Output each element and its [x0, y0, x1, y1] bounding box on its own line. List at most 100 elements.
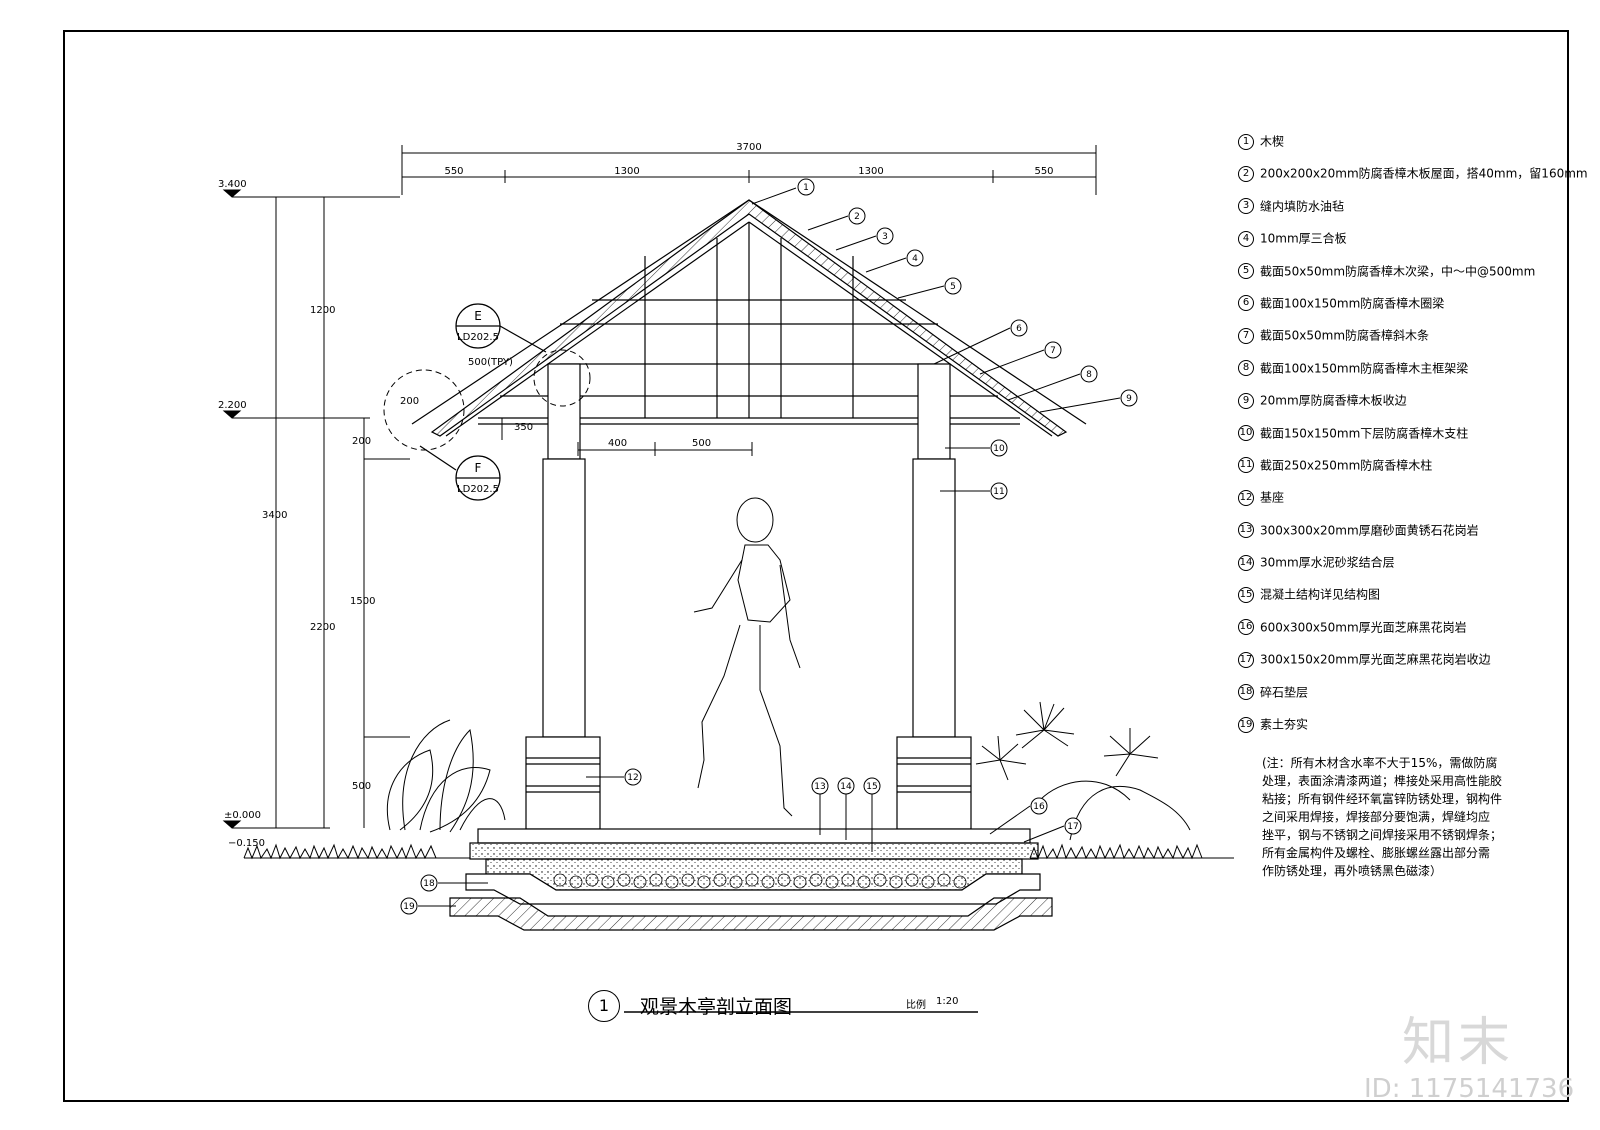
gravel-circles — [553, 873, 967, 889]
legend-label: 10mm厚三合板 — [1260, 231, 1347, 246]
dim-segment-2: 1300 — [614, 166, 639, 177]
legend-number: 17 — [1238, 651, 1254, 668]
legend-label: 200x200x20mm防腐香樟木板屋面，搭40mm，留160mm — [1260, 166, 1588, 181]
callout-8: 8 — [1086, 370, 1092, 380]
scale-label: 比例 — [906, 1000, 926, 1011]
callouts — [400, 178, 1138, 915]
scale-figure — [693, 497, 801, 817]
legend-item: 18 碎石垫层 — [1238, 683, 1568, 715]
callout-3: 3 — [882, 232, 888, 242]
legend-label: 素土夯实 — [1260, 717, 1309, 732]
plant-left — [386, 719, 506, 833]
dim-height-lower: 2200 — [310, 622, 335, 633]
dim-segment-3: 1300 — [858, 166, 883, 177]
legend-number: 4 — [1238, 230, 1254, 247]
watermark-logo: 知末 — [1402, 1013, 1515, 1073]
dim-span-500: 500 — [692, 438, 711, 449]
callout-18: 18 — [423, 879, 435, 889]
callout-2: 2 — [854, 212, 860, 222]
callout-13: 13 — [814, 782, 825, 792]
detail-e-letter: E — [474, 309, 482, 323]
callout-1: 1 — [803, 183, 809, 193]
level-top: 3.400 — [218, 179, 247, 190]
callout-7: 7 — [1050, 346, 1056, 356]
legend-label: 截面150x150mm下层防腐香樟木支柱 — [1260, 426, 1469, 441]
dim-eave-tpy: 500(TPY) — [468, 357, 513, 368]
legend-number: 5 — [1238, 263, 1254, 280]
callout-14: 14 — [840, 782, 852, 792]
legend-number: 18 — [1238, 684, 1254, 701]
detail-f-ref: LD202.5 — [457, 484, 499, 495]
column-right — [896, 363, 972, 830]
legend-label: 截面50x50mm防腐香樟斜木条 — [1260, 328, 1430, 343]
level-zero: ±0.000 — [224, 810, 261, 821]
legend-number: 8 — [1238, 360, 1254, 377]
legend-item: 6 截面100x150mm防腐香樟木圈梁 — [1238, 294, 1568, 326]
dim-beam-350: 350 — [514, 422, 533, 433]
legend-item: 3 缝内填防水油毡 — [1238, 197, 1568, 229]
callout-6: 6 — [1016, 324, 1022, 334]
note-text: (注：所有木材含水率不大于15%，需做防腐 处理，表面涂清漆两道；榫接处采用高性… — [1262, 756, 1503, 878]
legend-item: 2 200x200x20mm防腐香樟木板屋面，搭40mm，留160mm — [1238, 164, 1588, 196]
detail-e-ref: LD202.5 — [457, 332, 499, 343]
legend-number: 2 — [1238, 165, 1254, 182]
level-ground: −0.150 — [228, 838, 265, 849]
legend-number: 6 — [1238, 295, 1254, 312]
legend-item: 16 600x300x50mm厚光面芝麻黑花岗岩 — [1238, 618, 1568, 650]
title-number: 1 — [588, 990, 620, 1022]
legend-label: 20mm厚防腐香樟木板收边 — [1260, 393, 1407, 408]
dim-height-200: 200 — [352, 436, 371, 447]
level-mid: 2.200 — [218, 400, 247, 411]
legend-label: 缝内填防水油毡 — [1260, 199, 1345, 214]
legend-number: 16 — [1238, 619, 1254, 636]
scale-value: 1:20 — [936, 996, 959, 1007]
callout-9: 9 — [1126, 394, 1132, 404]
legend-item: 14 30mm厚水泥砂浆结合层 — [1238, 553, 1568, 585]
legend-label: 300x150x20mm厚光面芝麻黑花岗岩收边 — [1260, 652, 1491, 667]
callout-16: 16 — [1033, 802, 1045, 812]
legend-item: 5 截面50x50mm防腐香樟木次梁，中～中@500mm — [1238, 262, 1568, 294]
legend-item: 8 截面100x150mm防腐香樟木主框架梁 — [1238, 359, 1568, 391]
drawing-title: 观景木亭剖立面图 — [640, 996, 793, 1018]
legend-label: 截面50x50mm防腐香樟木次梁，中～中@500mm — [1260, 264, 1536, 279]
foundation — [449, 828, 1053, 931]
detail-f-letter: F — [475, 461, 482, 475]
callout-10: 10 — [993, 444, 1005, 454]
callout-15: 15 — [866, 782, 877, 792]
construction-note: (注：所有木材含水率不大于15%，需做防腐 处理，表面涂清漆两道；榫接处采用高性… — [1262, 754, 1562, 880]
legend-label: 30mm厚水泥砂浆结合层 — [1260, 555, 1395, 570]
ground-line — [243, 843, 1234, 860]
roof — [411, 199, 1087, 437]
callout-17: 17 — [1067, 822, 1078, 832]
legend-label: 截面100x150mm防腐香樟木圈梁 — [1260, 296, 1445, 311]
detail-marker-f — [419, 445, 501, 501]
legend-label: 碎石垫层 — [1260, 685, 1309, 700]
dim-height-base: 500 — [352, 781, 371, 792]
legend-label: 截面100x150mm防腐香樟木主框架梁 — [1260, 361, 1469, 376]
legend-item: 4 10mm厚三合板 — [1238, 229, 1568, 261]
legend-number: 3 — [1238, 198, 1254, 215]
legend-label: 基座 — [1260, 490, 1285, 505]
dim-height-total: 3400 — [262, 510, 287, 521]
legend-label: 600x300x50mm厚光面芝麻黑花岗岩 — [1260, 620, 1467, 635]
legend-number: 11 — [1238, 457, 1254, 474]
legend-item: 17 300x150x20mm厚光面芝麻黑花岗岩收边 — [1238, 650, 1568, 682]
legend-label: 300x300x20mm厚磨砂面黄锈石花岗岩 — [1260, 523, 1479, 538]
drawing-border — [63, 30, 1569, 1102]
dim-height-roof: 1200 — [310, 305, 335, 316]
callout-11: 11 — [993, 487, 1004, 497]
callout-4: 4 — [912, 254, 918, 264]
watermark-id: ID: 1175141736 — [1364, 1074, 1575, 1104]
legend-number: 14 — [1238, 554, 1254, 571]
dim-eave-200: 200 — [400, 396, 419, 407]
legend-number: 9 — [1238, 392, 1254, 409]
left-dimensions — [222, 189, 410, 829]
inner-dimensions — [501, 418, 753, 456]
legend-label: 木楔 — [1260, 134, 1285, 149]
